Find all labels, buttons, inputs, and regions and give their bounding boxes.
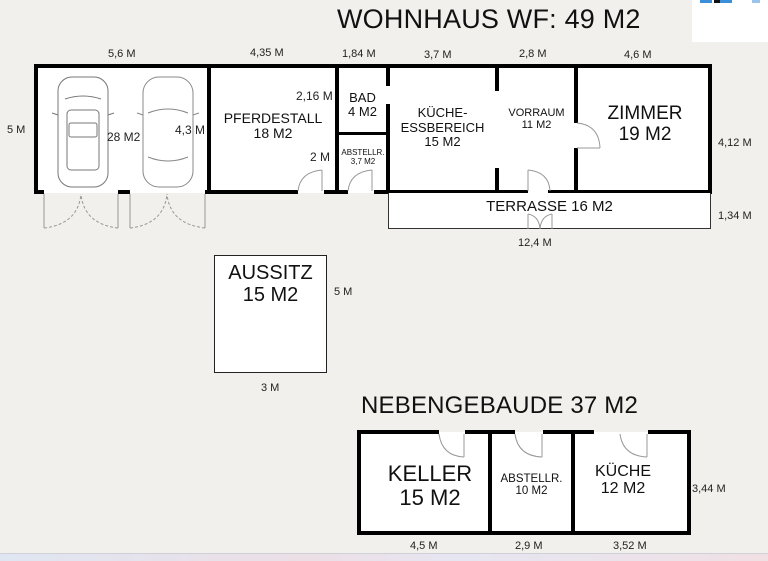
terrasse-dim-height: 1,34 M [718, 210, 752, 222]
room-bad: BAD 4 M2 [339, 90, 386, 120]
abstellraum-area: 3,7 M2 [350, 156, 376, 166]
zimmer-name: ZIMMER [607, 103, 683, 124]
wall-right [708, 64, 712, 194]
wall-bad-abstellr [335, 132, 390, 135]
zimmer-area: 19 M2 [618, 123, 672, 145]
corner-panel [692, 0, 768, 42]
main-building [35, 65, 711, 193]
kueche-annex-area: 12 M2 [600, 480, 646, 498]
wall-vorraum-zimmer-lower [574, 148, 578, 194]
room-kueche-essbereich: KÜCHE- ESSBEREICH 15 M2 [390, 105, 495, 150]
annex-wall-top-seg [648, 430, 691, 434]
dim-kueche-width: 3,7 M [424, 49, 452, 61]
abstellraum-annex-dim-width: 2,9 M [515, 540, 543, 552]
dim-bad-width: 1,84 M [342, 48, 376, 60]
abstellraum-annex-name: ABSTELLR. [500, 473, 563, 485]
wall-left [34, 64, 38, 194]
kueche-name-1: KÜCHE- [417, 105, 468, 120]
annex-wall-top-seg [543, 430, 594, 434]
wall-bottom-seg [34, 190, 44, 194]
door-vorraum-icon[interactable] [527, 169, 551, 192]
room-zimmer: ZIMMER 19 M2 [580, 103, 710, 145]
aussitz-label: AUSSITZ 15 M2 [214, 262, 327, 306]
door-abstellraum-icon[interactable] [347, 169, 374, 192]
room-vorraum: VORRAUM 11 M2 [499, 107, 574, 132]
dim-garage-width: 5,6 M [108, 48, 136, 60]
garage-door-icon[interactable] [43, 193, 119, 230]
annex-wall-right [687, 430, 691, 535]
kueche-annex-dim-width: 3,52 M [613, 540, 647, 552]
bad-area: 4 M2 [348, 104, 377, 120]
annex-dim-height: 3,44 M [692, 483, 726, 495]
room-abstellraum: ABSTELLR. 3,7 M2 [338, 148, 388, 166]
pferdestall-area: 18 M2 [253, 125, 293, 142]
room-kueche-annex: KÜCHE 12 M2 [575, 463, 671, 498]
door-terrasse-icon[interactable] [527, 213, 553, 230]
keller-name: KELLER [387, 461, 473, 486]
room-keller: KELLER 15 M2 [372, 461, 488, 511]
kueche-annex-name: KÜCHE [594, 463, 651, 480]
wall-bad-kueche-upper [386, 64, 390, 86]
vorraum-area: 11 M2 [521, 118, 552, 131]
bad-name: BAD [349, 90, 376, 105]
annex-wall-left [357, 430, 361, 535]
wall-kueche-vorraum-lower [495, 168, 499, 194]
annex-wall-keller-abstellr [488, 430, 492, 535]
wall-bad-kueche-lower [386, 104, 390, 194]
kueche-name-2: ESSBEREICH [400, 119, 485, 135]
pferdestall-dim-width: 2 M [310, 150, 331, 164]
aussitz-dim-height: 5 M [334, 286, 353, 298]
dim-pferdestall-width: 4,35 M [250, 47, 284, 59]
room-aussitz [214, 255, 327, 373]
keller-area: 15 M2 [399, 485, 461, 511]
dim-building-depth: 5 M [7, 124, 26, 136]
pferdestall-name: PFERDESTALL [223, 110, 323, 126]
main-building-title: WOHNHAUS WF: 49 M2 [337, 4, 641, 34]
annex-wall-top-seg [357, 430, 439, 434]
room-terrasse [388, 193, 711, 229]
door-abstellraum-annex-icon[interactable] [514, 433, 543, 458]
terrasse-dim-width: 12,4 M [518, 237, 552, 249]
door-kueche-annex-icon[interactable] [619, 433, 648, 458]
wall-bottom-seg [548, 190, 712, 194]
aussitz-dim-width: 3 M [261, 382, 280, 394]
room-abstellraum-annex: ABSTELLR. 10 M2 [490, 473, 573, 498]
garage-inner-dim: 4,3 M [175, 123, 206, 137]
pferdestall-dim-height: 2,16 M [296, 89, 333, 103]
dim-zimmer-depth: 4,12 M [718, 137, 752, 149]
garage-door-icon[interactable] [129, 193, 206, 230]
annex-building [358, 432, 690, 535]
wall-bottom-seg [118, 190, 130, 194]
terrasse-label: TERRASSE 16 M2 [486, 198, 613, 215]
wall-kueche-vorraum-upper [495, 64, 499, 91]
dim-zimmer-width: 4,6 M [624, 49, 652, 61]
vorraum-name: VORRAUM [508, 107, 565, 119]
room-pferdestall: PFERDESTALL 18 M2 [213, 110, 333, 142]
corner-icons [700, 0, 760, 3]
aussitz-area: 15 M2 [242, 283, 299, 306]
wall-top [35, 64, 712, 68]
keller-dim-width: 4,5 M [410, 540, 438, 552]
dim-vorraum-width: 2,8 M [519, 48, 547, 60]
garage-area: 28 M2 [107, 130, 141, 144]
car-icon [51, 76, 115, 188]
wall-bottom-seg [374, 190, 528, 194]
aussitz-name: AUSSITZ [228, 262, 313, 284]
window-bottom-edge [0, 553, 768, 561]
abstellraum-annex-area: 10 M2 [515, 485, 548, 498]
annex-wall-bottom [357, 531, 691, 535]
door-pferdestall-icon[interactable] [297, 169, 324, 192]
wall-pferdestall-bad [335, 64, 339, 194]
wall-vorraum-zimmer-upper [574, 64, 578, 123]
door-keller-icon[interactable] [438, 433, 465, 458]
door-zimmer-icon[interactable] [576, 122, 601, 149]
kueche-area: 15 M2 [424, 134, 461, 150]
car-icon [136, 76, 200, 188]
annex-title: NEBENGEBAUDE 37 M2 [361, 392, 639, 419]
annex-wall-abstellr-kueche [571, 430, 575, 535]
wall-garage-pferdestall [207, 64, 211, 194]
abstellraum-name: ABSTELLR. [341, 148, 385, 157]
wall-bottom-seg [205, 190, 298, 194]
